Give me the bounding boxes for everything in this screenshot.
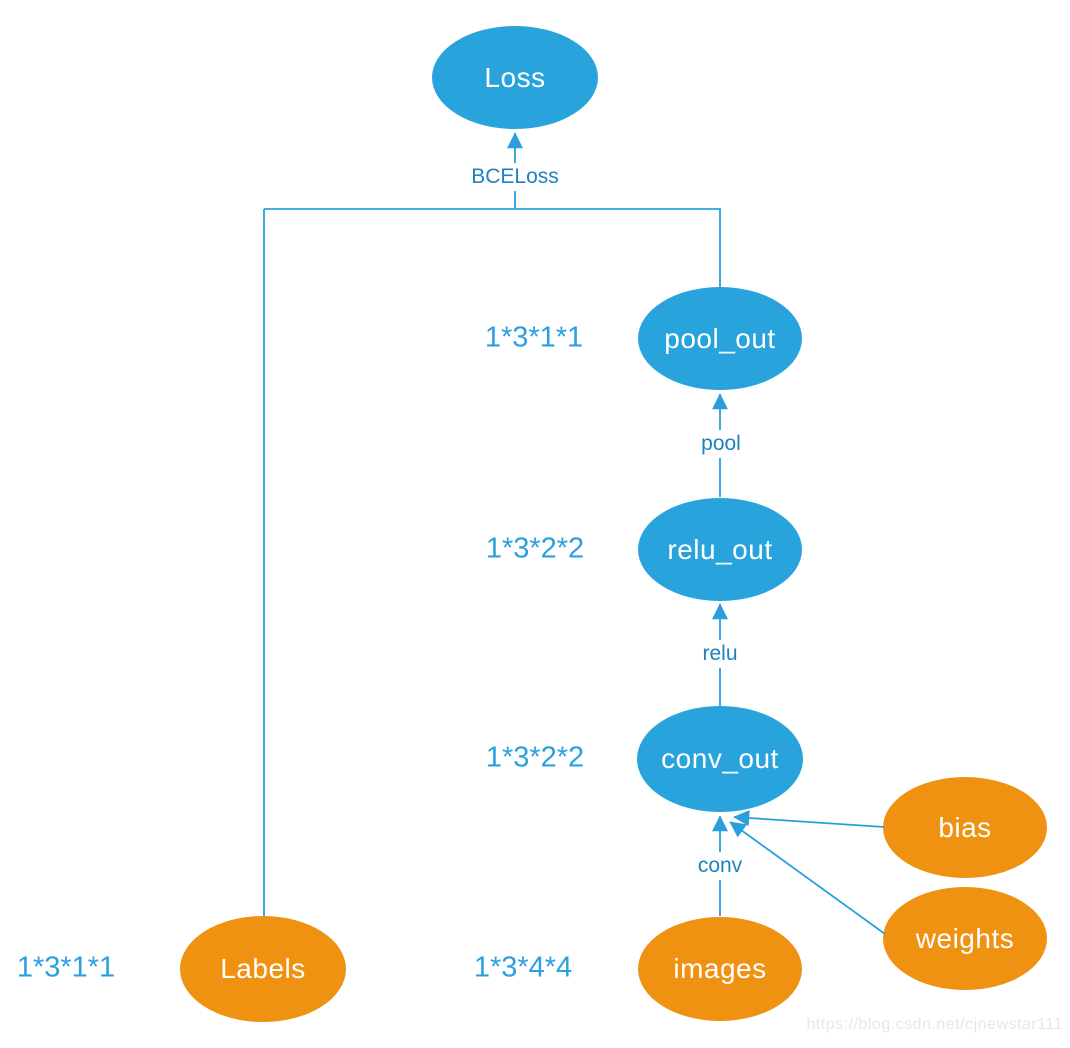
edge-weights-to-conv-out (729, 821, 886, 935)
node-conv-out-label: conv_out (661, 743, 779, 774)
edge-bias-to-conv-out (733, 810, 885, 828)
dim-labels: 1*3*1*1 (16, 951, 116, 984)
node-images: images (638, 917, 802, 1021)
node-weights: weights (883, 887, 1047, 990)
node-images-label: images (673, 953, 767, 984)
node-labels-label: Labels (220, 953, 306, 984)
node-pool-out-label: pool_out (664, 322, 776, 354)
node-relu-out: relu_out (638, 498, 802, 601)
dim-relu-out: 1*3*2*2 (485, 532, 585, 565)
node-conv-out: conv_out (637, 706, 803, 812)
watermark: https://blog.csdn.net/cjnewstar111 (806, 1016, 1063, 1033)
dim-conv-out: 1*3*2*2 (485, 741, 585, 774)
op-label-relu: relu (699, 640, 741, 668)
node-loss: Loss (432, 26, 598, 129)
op-label-bceloss: BCELoss (468, 163, 562, 191)
op-label-pool: pool (698, 430, 744, 458)
op-label-conv: conv (694, 852, 746, 880)
dim-images: 1*3*4*4 (473, 951, 573, 984)
node-loss-label: Loss (484, 61, 546, 93)
node-labels: Labels (180, 916, 346, 1022)
node-relu-out-label: relu_out (667, 533, 773, 565)
node-weights-label: weights (915, 922, 1015, 954)
dim-pool-out: 1*3*1*1 (484, 321, 584, 354)
node-pool-out: pool_out (638, 287, 802, 390)
node-bias-label: bias (938, 811, 992, 843)
node-bias: bias (883, 777, 1047, 878)
